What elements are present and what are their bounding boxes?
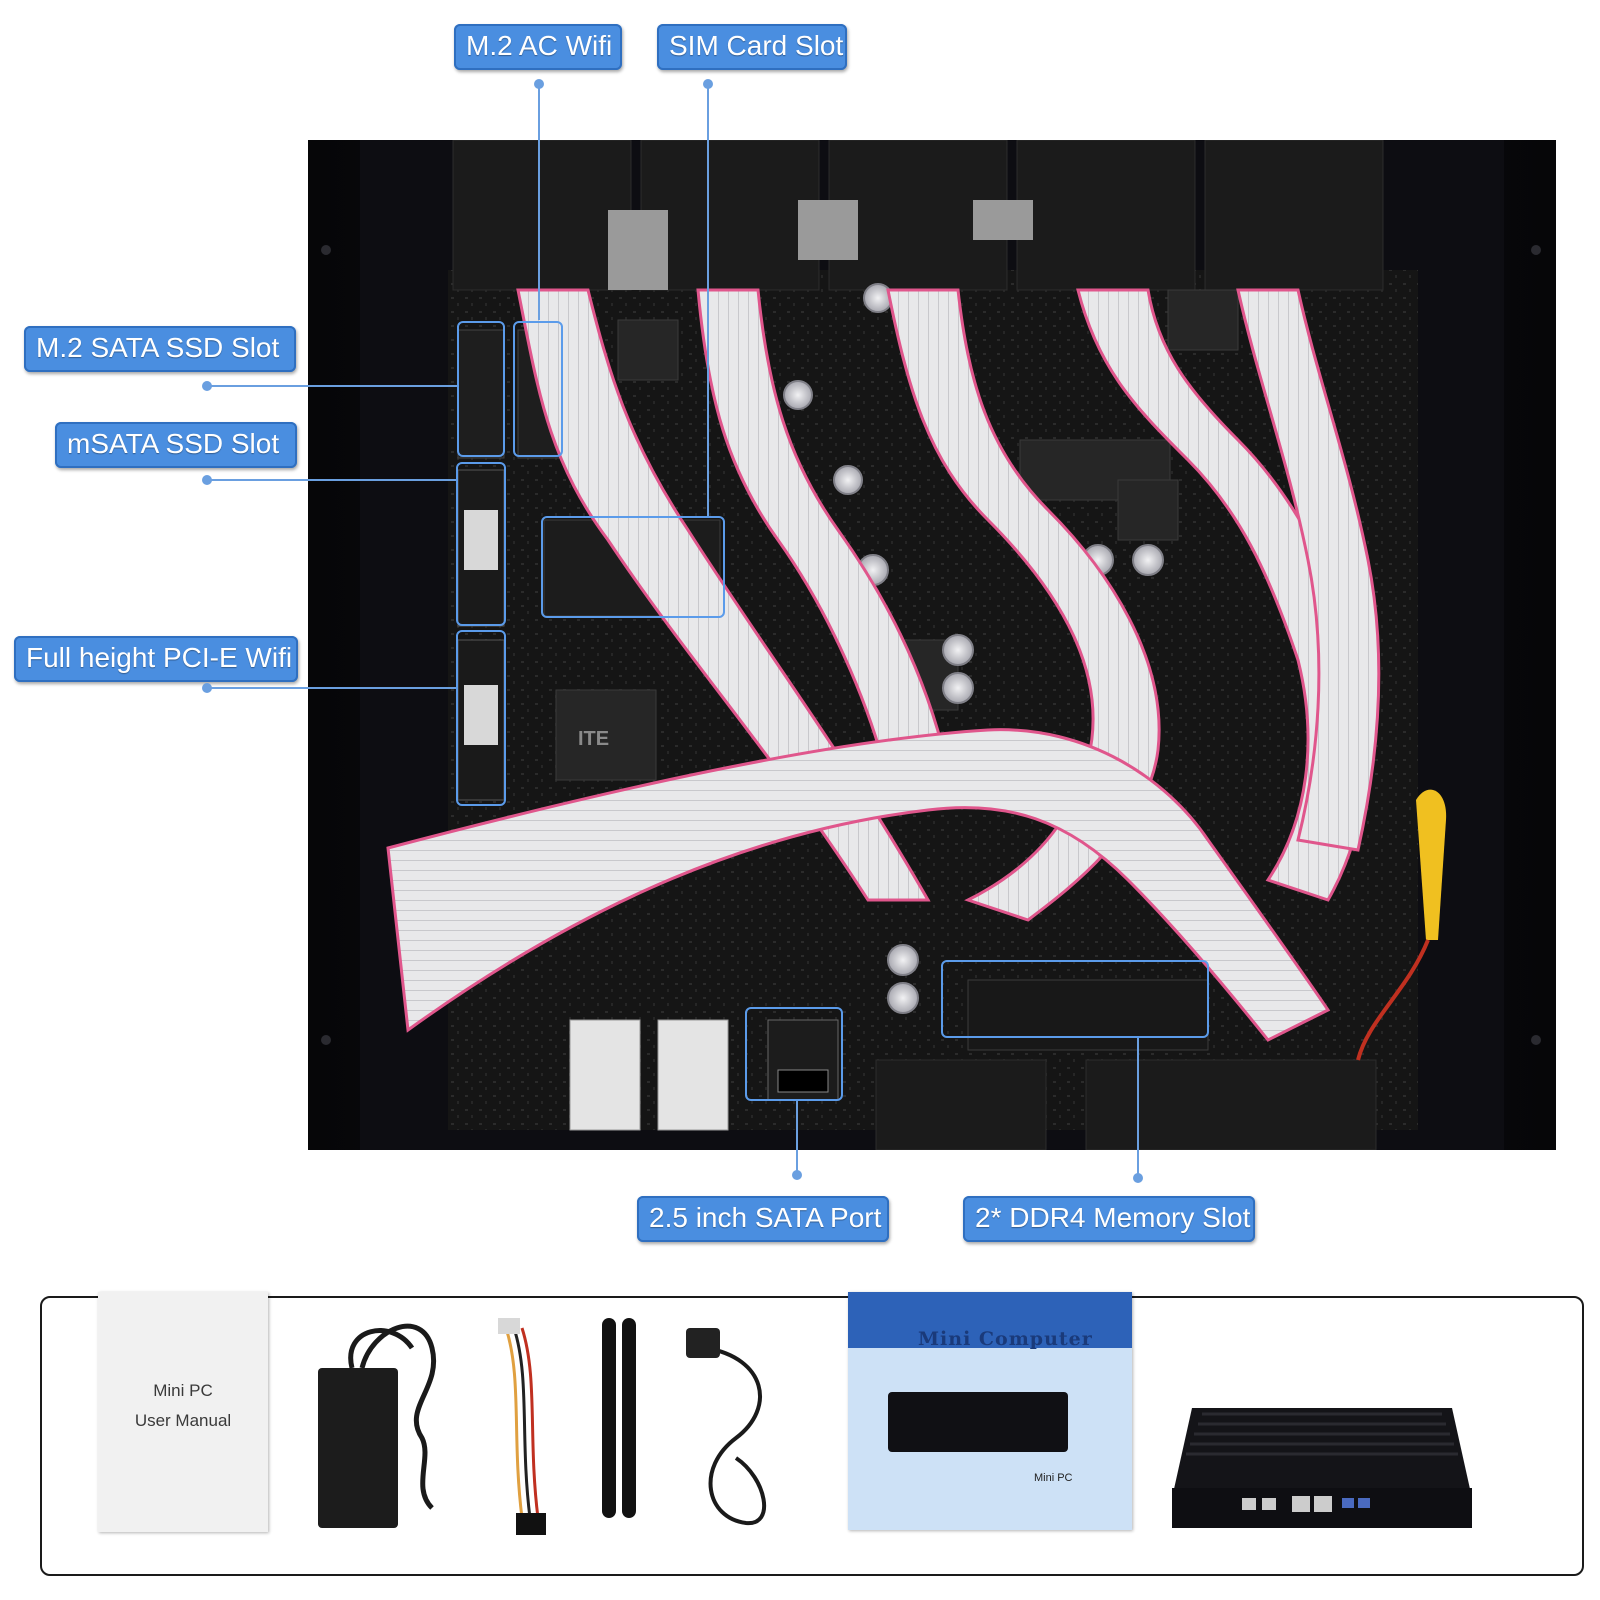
- callout-msata-ssd-slot: mSATA SSD Slot: [55, 422, 297, 468]
- highlight-msata: [456, 462, 506, 626]
- callout-sim-card-slot: SIM Card Slot: [657, 24, 847, 70]
- lan-ports: [569, 1019, 729, 1131]
- cmos-battery-holder: [1356, 789, 1447, 1061]
- ddr4-slot: [967, 979, 1209, 1051]
- highlight-m2-sata: [457, 321, 505, 457]
- power-adapter: [318, 1323, 437, 1528]
- highlight-pcie: [456, 630, 506, 806]
- booklet-pc-image: [888, 1392, 1068, 1452]
- booklet-subtitle: Mini PC: [1034, 1472, 1073, 1484]
- highlight-ddr4: [941, 960, 1209, 1038]
- accessories-box: Mini PC User Manual Mini Computer Mini P…: [40, 1292, 1584, 1576]
- msata-card: [457, 469, 505, 627]
- user-manual: Mini PC User Manual: [98, 1292, 268, 1532]
- callout-m2-ac-wifi: M.2 AC Wifi: [454, 24, 622, 70]
- product-booklet: Mini Computer Mini PC: [848, 1292, 1132, 1530]
- mini-pc-unit: [1172, 1408, 1472, 1528]
- manual-title-line1: Mini PC: [153, 1381, 213, 1400]
- callout-ddr4-memory-slot: 2* DDR4 Memory Slot: [963, 1196, 1255, 1242]
- serial-port-headers: [452, 140, 1384, 291]
- highlight-sata: [745, 1007, 843, 1101]
- booklet-title: Mini Computer: [918, 1328, 1093, 1350]
- wifi-antennas: [602, 1318, 636, 1518]
- callout-m2-sata-ssd-slot: M.2 SATA SSD Slot: [24, 326, 296, 372]
- pcie-wifi-card: [457, 639, 505, 801]
- sata-cable: [498, 1318, 546, 1535]
- power-cord: [686, 1328, 766, 1526]
- highlight-sim: [541, 516, 725, 618]
- mini-pc-motherboard-photo: ITE: [308, 140, 1556, 1150]
- callout-sata-port: 2.5 inch SATA Port: [637, 1196, 889, 1242]
- svg-text:ITE: ITE: [578, 728, 609, 750]
- ribbon-cables: [386, 288, 1381, 1042]
- callout-full-height-pcie-wifi: Full height PCI-E Wifi: [14, 636, 298, 682]
- manual-title-line2: User Manual: [134, 1411, 232, 1430]
- highlight-m2-wifi: [513, 321, 563, 457]
